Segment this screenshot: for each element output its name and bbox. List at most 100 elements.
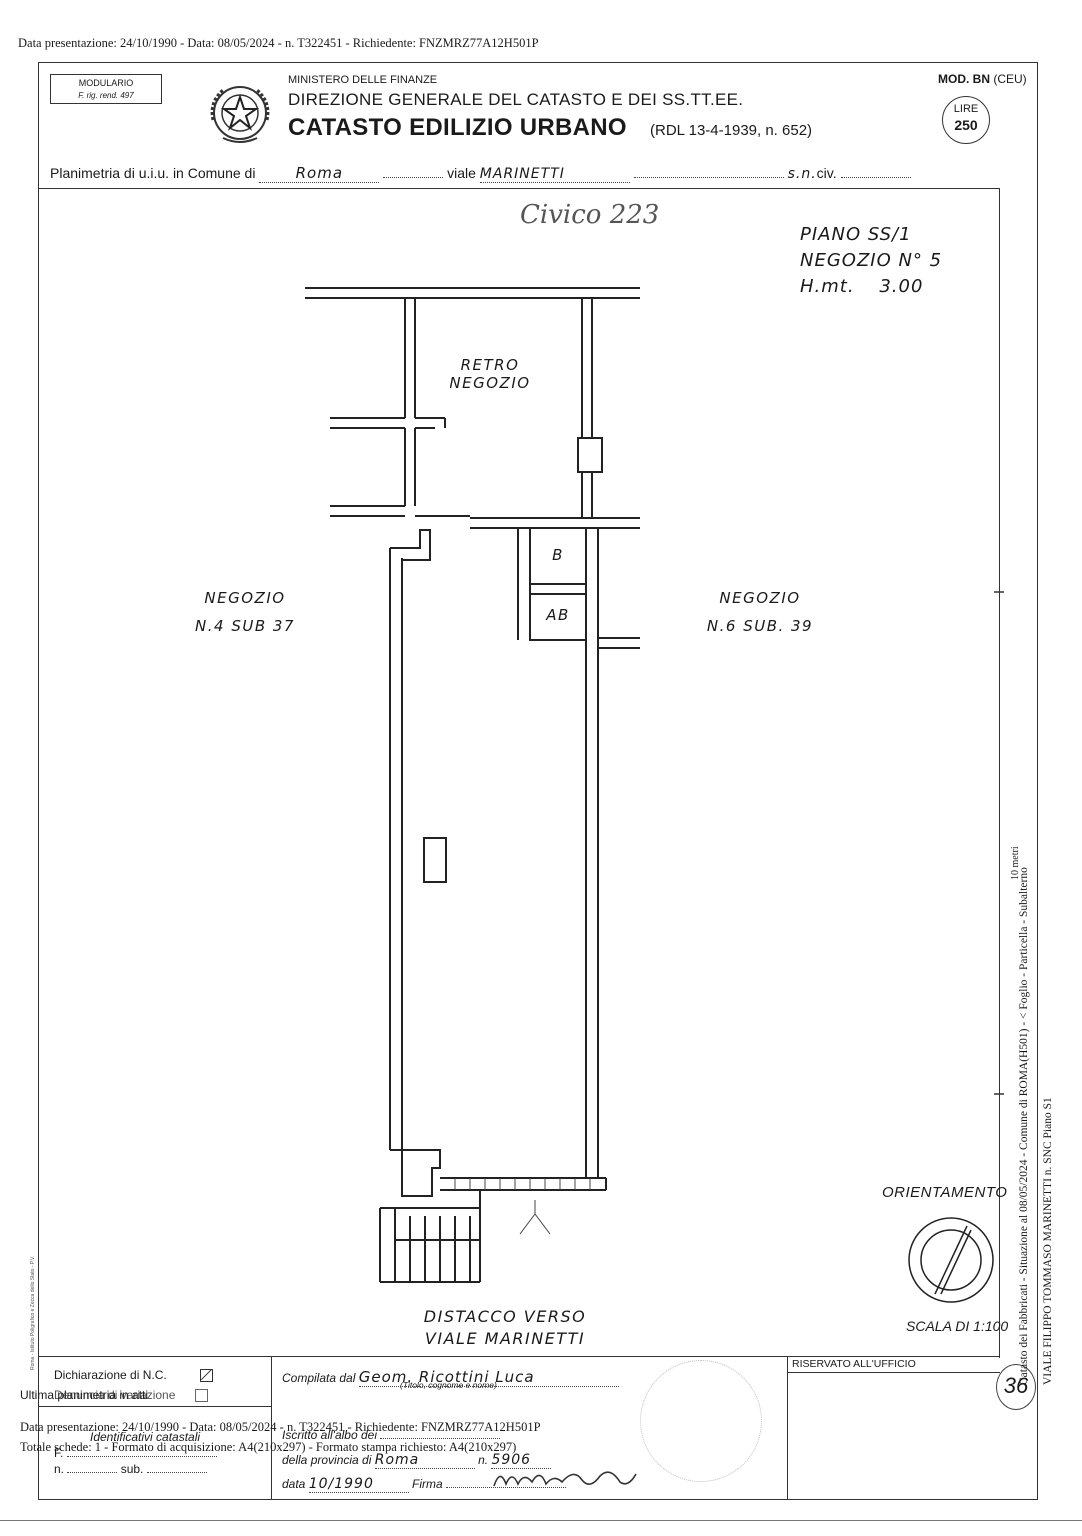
negozio-left-line1: NEGOZIO [204, 589, 286, 607]
negozio-right-line1: NEGOZIO [719, 589, 801, 607]
retro-line-2: NEGOZIO [449, 374, 531, 392]
negozio-left-label: NEGOZIO N.4 SUB 37 [170, 584, 320, 640]
iscritto-label: Iscritto all'albo dei [282, 1428, 378, 1442]
foglio-line: F. [54, 1446, 217, 1460]
planimetria-prefix: Planimetria di u.i.u. in Comune di [50, 165, 256, 181]
data-firma-line: data 10/1990 Firma [282, 1476, 567, 1493]
data-label: data [282, 1477, 306, 1491]
page-number: 36 [996, 1364, 1036, 1410]
variazione-checkbox[interactable] [194, 1389, 208, 1403]
ministry-label: MINISTERO DELLE FINANZE [288, 74, 438, 86]
retro-line-1: RETRO [460, 356, 520, 374]
data-field: 10/1990 [308, 1476, 409, 1493]
titolo-hint: (Titolo, cognome e nome) [400, 1380, 497, 1390]
iscritto-field [380, 1438, 501, 1439]
firma-field [446, 1487, 567, 1488]
firma-label: Firma [412, 1477, 443, 1491]
civico-label: Civico 223 [520, 200, 660, 230]
via-field: MARINETTI [479, 165, 630, 183]
denuncia-variazione-label: Denuncia di variazione [54, 1388, 208, 1403]
compilata-box [272, 1356, 788, 1500]
n-albo-field: 5906 [491, 1452, 552, 1469]
piano-label: PIANO SS/1 [800, 224, 912, 245]
room-b-label: B [552, 546, 564, 564]
modulario-box: MODULARIO F. rig. rend. 497 [50, 74, 162, 104]
catasto-title: CATASTO EDILIZIO URBANO [288, 114, 627, 141]
numero-sub-line: n. sub. [54, 1462, 207, 1476]
modulario-title: MODULARIO [78, 78, 134, 88]
left-edge-print: Roma - Istituto Poligrafico e Zecca dell… [30, 1255, 36, 1370]
data-value: 10/1990 [308, 1476, 374, 1492]
riservato-divider [788, 1372, 1000, 1373]
compilata-line: Compilata dal Geom. Ricottini Luca [282, 1368, 619, 1387]
catasto-reference: (RDL 13-4-1939, n. 652) [650, 122, 813, 139]
comune-value: Roma [295, 164, 344, 182]
plan-area [38, 188, 1000, 1358]
ultima-planimetria-text: Ultima planimetria in atti [20, 1388, 149, 1402]
mod-bn-label: MOD. BN (CEU) [938, 72, 1027, 86]
via-label: viale [447, 165, 476, 181]
iscritto-line: Iscritto all'albo dei [282, 1428, 501, 1442]
compilata-label: Compilata dal [282, 1371, 356, 1385]
n-albo-value: 5906 [491, 1452, 532, 1468]
direzione-label: DIREZIONE GENERALE DEL CATASTO E DEI SS.… [288, 90, 744, 109]
side-vertical-1: Catasto dei Fabbricati - Situazione al 0… [1018, 867, 1030, 1385]
compass-icon [908, 1217, 994, 1303]
mod-ceu-code: (CEU) [993, 72, 1027, 86]
negozio-number: NEGOZIO N° 5 [800, 250, 943, 271]
identificativi-label: Identificativi catastali [90, 1430, 201, 1444]
height-label: H.mt. [800, 276, 855, 297]
signature-icon [493, 1471, 637, 1487]
riservato-label: RISERVATO ALL'UFFICIO [792, 1358, 916, 1370]
negozio-left-line2: N.4 SUB 37 [195, 617, 295, 635]
provincia-value: Roma [374, 1452, 420, 1468]
sub-field [146, 1472, 207, 1473]
planimetria-line: Planimetria di u.i.u. in Comune di Roma … [50, 164, 911, 183]
height-value: 3.00 [879, 276, 924, 297]
provincia-label: della provincia di [282, 1453, 372, 1467]
via-value: MARINETTI [479, 166, 565, 182]
distacco-line1: DISTACCO VERSO [423, 1307, 587, 1326]
civ-label: civ. [816, 165, 837, 181]
comune-field: Roma [259, 164, 380, 183]
ultima-planimetria-label: Ultima planimetria in atti [20, 1388, 148, 1402]
riservato-box [788, 1356, 1000, 1500]
sub-label: sub. [120, 1462, 144, 1476]
republic-emblem-icon [210, 86, 270, 143]
negozio-right-line2: N.6 SUB. 39 [706, 617, 814, 635]
height-line: H.mt. 3.00 [800, 274, 942, 300]
denuncia-variazione-text: Denuncia di variazione [54, 1388, 176, 1402]
n-albo-label: n. [478, 1453, 489, 1467]
numero-label: n. [54, 1462, 65, 1476]
totale-schede-line: Totale schede: 1 - Formato di acquisizio… [20, 1440, 517, 1454]
side-vertical-2: VIALE FILIPPO TOMMASO MARINETTI n. SNC P… [1042, 1097, 1054, 1385]
civ-field [840, 177, 911, 178]
dots-spacer [383, 177, 444, 178]
retro-negozio-label: RETRO NEGOZIO [440, 356, 540, 392]
scala-label: SCALA DI 1:100 [906, 1318, 1009, 1334]
office-stamp-icon [640, 1360, 762, 1482]
piano-block: PIANO SS/1 NEGOZIO N° 5 H.mt. 3.00 [800, 222, 942, 300]
dichiarazione-text: Dichiarazione di N.C. [54, 1368, 167, 1382]
page-bottom-rule [0, 1520, 1082, 1521]
nc-divider [38, 1406, 272, 1407]
dichiarazione-checkbox[interactable] [200, 1369, 214, 1383]
orientamento-label: ORIENTAMENTO [882, 1184, 1008, 1201]
foglio-field [66, 1456, 217, 1457]
presentation-header: Data presentazione: 24/10/1990 - Data: 0… [18, 36, 539, 50]
mod-bn-code: MOD. BN [938, 72, 990, 86]
bottom-top-border [38, 1356, 1000, 1357]
foglio-label: F. [54, 1446, 64, 1460]
dichiarazione-label: Dichiarazione di N.C. [54, 1368, 214, 1383]
form-frame [38, 62, 1038, 1500]
dots-spacer-2 [633, 177, 784, 178]
provincia-field: Roma [374, 1452, 475, 1469]
provincia-line: della provincia di Roma n. 5906 [282, 1452, 552, 1469]
dichiarazione-box [38, 1356, 272, 1500]
lire-stamp: LIRE 250 [942, 96, 990, 144]
distacco-label: DISTACCO VERSO VIALE MARINETTI [390, 1306, 620, 1350]
lire-value: 250 [954, 117, 978, 133]
negozio-right-label: NEGOZIO N.6 SUB. 39 [680, 584, 840, 640]
compilata-field: Geom. Ricottini Luca [358, 1368, 619, 1387]
